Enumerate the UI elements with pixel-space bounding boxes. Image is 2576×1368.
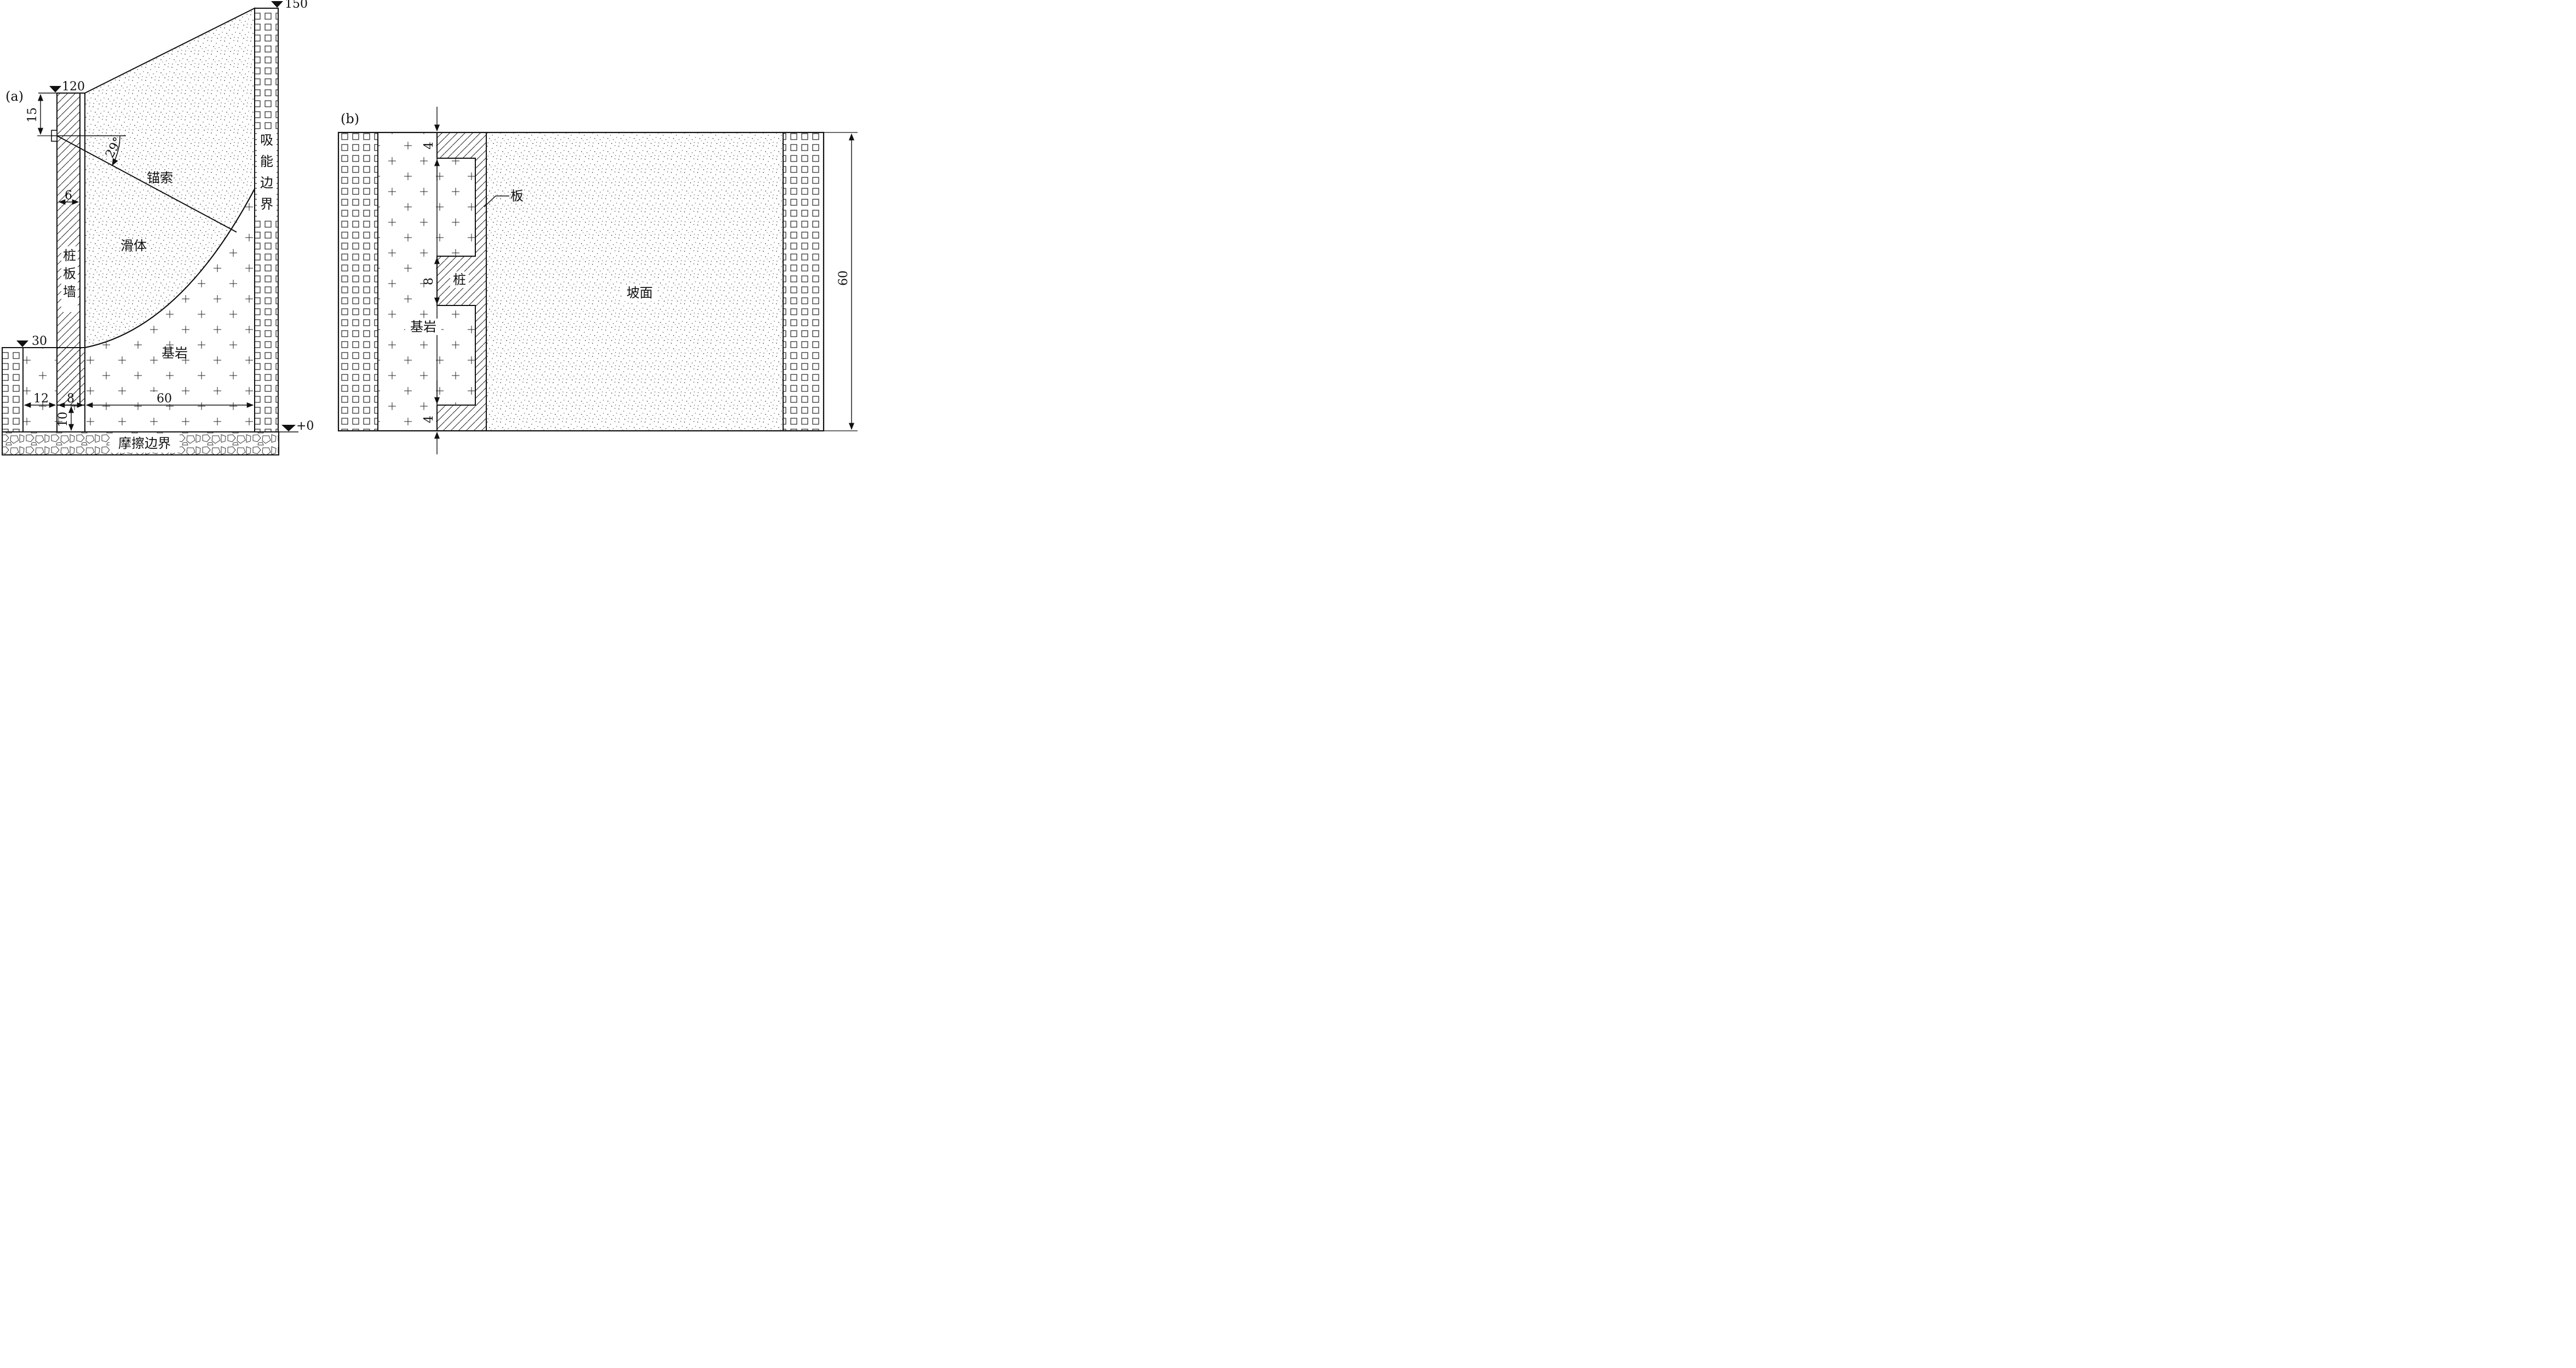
elev-marker-base (281, 425, 296, 431)
plate-leader (484, 195, 509, 207)
absorb-right-b (783, 132, 824, 431)
elev-toe: 30 (32, 334, 47, 348)
elev-top: 150 (285, 0, 308, 11)
bedrock-label-b: 基岩 (410, 319, 436, 334)
wall-label-bg (61, 246, 78, 312)
elev-marker-wall (49, 86, 61, 93)
left-absorb-column (2, 347, 24, 432)
plate-label-b: 板 (510, 188, 524, 204)
dim-pile-len-label: 8 (422, 278, 436, 285)
bedrock-label-a: 基岩 (162, 345, 188, 361)
absorb-label-3: 边 (260, 175, 273, 191)
caption-a: (a) (5, 89, 24, 104)
friction-label-bg (110, 434, 180, 453)
dim-base-height-label: 10 (56, 412, 70, 427)
wall-label-2: 板 (63, 266, 76, 281)
dim-wall-thickness-label: 6 (65, 189, 72, 203)
slope-label-bg (622, 285, 658, 301)
panel-a: 摩擦边界 桩 板 墙 29° 锚索 滑体 基岩 吸 能 边 界 (2, 0, 314, 455)
absorb-label-bg (257, 129, 277, 218)
sliding-body (84, 7, 255, 349)
bedrock-notch-b (437, 158, 475, 405)
pile-label-bg (450, 272, 469, 288)
absorb-left-b (338, 132, 378, 431)
pile-embedded (56, 347, 85, 406)
wall-plate (79, 93, 85, 348)
dim-bottom-gap-label: 4 (422, 415, 436, 423)
slide-label: 滑体 (120, 238, 147, 253)
dim-total-label: 60 (837, 270, 850, 286)
pile-label-b: 桩 (453, 272, 466, 287)
elev-wall: 120 (62, 80, 85, 94)
panel-b: (b) 桩 坡面 基岩 板 4 8 4 60 (337, 107, 858, 454)
absorb-label-4: 界 (260, 197, 273, 212)
anchor-cable (56, 135, 237, 233)
caption-b: (b) (341, 111, 359, 126)
bedrock-label-bg-b (405, 319, 441, 335)
figure-svg: 摩擦边界 桩 板 墙 29° 锚索 滑体 基岩 吸 能 边 界 (2, 0, 858, 455)
dim-top-gap-label: 4 (422, 142, 436, 149)
friction-label: 摩擦边界 (118, 436, 171, 451)
figure-canvas: 摩擦边界 桩 板 墙 29° 锚索 滑体 基岩 吸 能 边 界 (0, 0, 859, 456)
slope-face-b (486, 132, 784, 431)
elev-base: +0 (296, 419, 314, 433)
outline-b (337, 131, 825, 432)
anchor-label: 锚索 (147, 170, 173, 186)
angle-arc (112, 136, 120, 166)
slope-label-b: 坡面 (626, 285, 653, 301)
wall-label-3: 墙 (63, 284, 76, 299)
absorb-label-1: 吸 (260, 132, 273, 148)
dim-anchor-offset-label: 15 (26, 107, 39, 123)
elev-marker-toe (16, 340, 28, 347)
absorb-label-2: 能 (260, 154, 273, 169)
dim-main-width-label: 60 (157, 392, 172, 406)
dim-main-bg (153, 392, 176, 404)
wall-label-1: 桩 (63, 248, 76, 263)
elev-marker-top (271, 1, 283, 8)
dim-left-width-label: 12 (33, 392, 49, 406)
right-absorb-column (254, 8, 279, 432)
dim-pile-width-label: 8 (67, 392, 74, 406)
